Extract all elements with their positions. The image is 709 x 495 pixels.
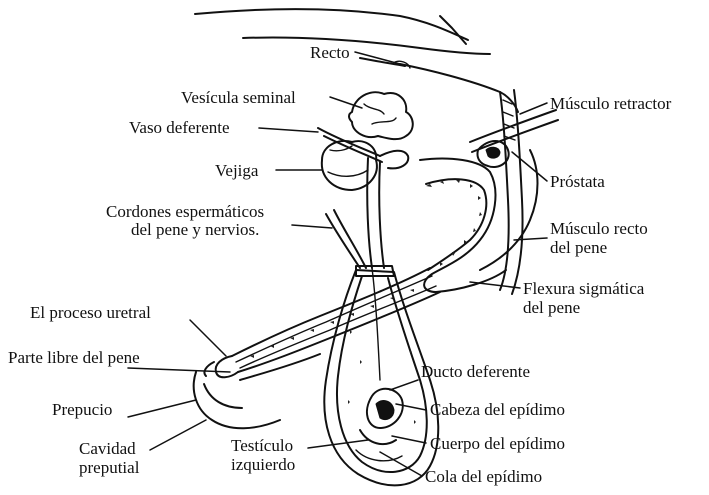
prostate-drawing: [477, 141, 508, 167]
label-musculo-recto-line2: del pene: [550, 238, 607, 257]
label-cordones-line1: Cordones espermáticos: [106, 202, 264, 221]
label-testiculo-line2: izquierdo: [231, 455, 295, 474]
label-cordones-line2: del pene y nervios.: [131, 220, 259, 239]
label-cavidad-line2: preputial: [79, 458, 139, 477]
label-vesicula-seminal: Vesícula seminal: [181, 88, 296, 107]
vas-deferens-drawing: [318, 128, 408, 268]
label-proceso-uretral: El proceso uretral: [30, 303, 151, 322]
label-cabeza-epididimo: Cabeza del epídimo: [430, 400, 565, 419]
label-cavidad-line1: Cavidad: [79, 439, 136, 458]
seminal-vesicle-drawing: [349, 92, 413, 139]
label-musculo-recto-line1: Músculo recto: [550, 219, 648, 238]
penis-drawing: [232, 150, 538, 372]
label-ducto-deferente: Ducto deferente: [421, 362, 530, 381]
label-cuerpo-epididimo: Cuerpo del epídimo: [430, 434, 565, 453]
label-recto: Recto: [310, 43, 350, 62]
label-parte-libre: Parte libre del pene: [8, 348, 140, 367]
label-prepucio: Prepucio: [52, 400, 112, 419]
label-vaso-deferente: Vaso deferente: [129, 118, 230, 137]
label-musculo-retractor: Músculo retractor: [550, 94, 671, 113]
label-prostata: Próstata: [550, 172, 605, 191]
label-testiculo-line1: Testículo: [231, 436, 293, 455]
label-flexura-line2: del pene: [523, 298, 580, 317]
retractor-muscle-drawing: [470, 90, 558, 294]
label-cola-epididimo: Cola del epídimo: [425, 467, 542, 486]
label-vejiga: Vejiga: [215, 161, 258, 180]
label-flexura-line1: Flexura sigmática: [523, 279, 644, 298]
